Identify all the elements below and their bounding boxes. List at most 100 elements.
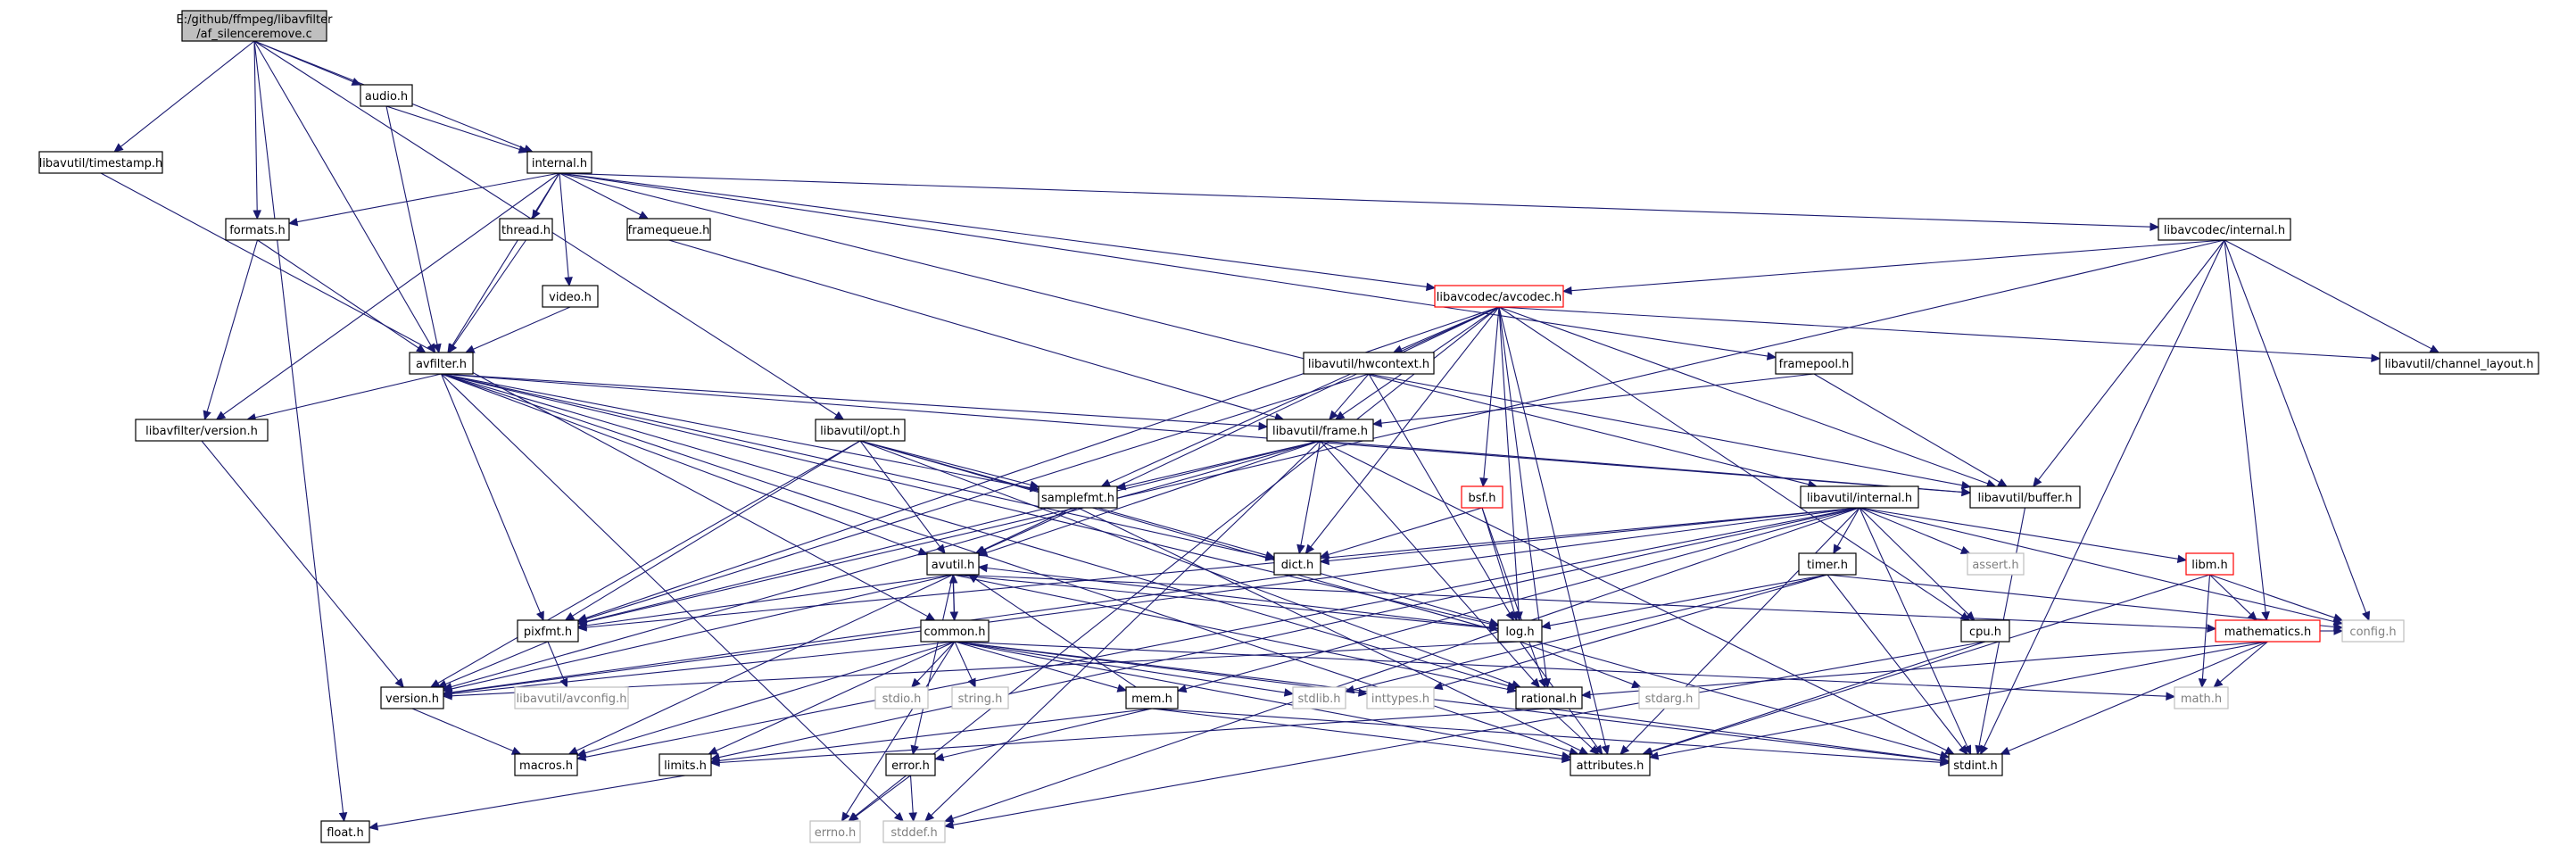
edge-arrowhead <box>936 543 946 554</box>
edge-arrowhead <box>638 211 650 220</box>
edge-arrowhead <box>894 811 904 822</box>
edge-arrowhead <box>1371 419 1382 427</box>
edge-arrowhead <box>1975 744 1984 756</box>
edge-arrowhead <box>908 812 917 823</box>
edge-line <box>718 708 1153 761</box>
edge-arrowhead <box>943 820 955 829</box>
edge-arrowhead <box>924 811 935 822</box>
edge-line <box>1368 373 1511 614</box>
node-pixfmt[interactable]: pixfmt.h <box>517 619 579 643</box>
edge-arrowhead <box>464 344 476 353</box>
node-lavu-internal[interactable]: libavutil/internal.h <box>1800 485 1919 509</box>
node-label: libavcodec/avcodec.h <box>1437 291 1562 304</box>
node-hwcontext[interactable]: libavutil/hwcontext.h <box>1303 352 1435 375</box>
node-stddef[interactable]: stddef.h <box>882 820 946 843</box>
node-avconfig[interactable]: libavutil/avconfig.h <box>514 686 629 709</box>
node-root[interactable]: E:/github/ffmpeg/libavfilter/af_silencer… <box>177 10 334 42</box>
node-framequeue[interactable]: framequeue.h <box>626 218 711 241</box>
edge-line <box>585 373 1370 620</box>
node-internal[interactable]: internal.h <box>526 151 592 174</box>
node-audio[interactable]: audio.h <box>360 84 413 107</box>
node-libm[interactable]: libm.h <box>2185 552 2234 576</box>
node-limits[interactable]: limits.h <box>658 753 712 776</box>
node-stdarg[interactable]: stdarg.h <box>1638 686 1700 709</box>
node-common[interactable]: common.h <box>920 619 990 643</box>
edge-line <box>451 507 1860 693</box>
node-thread[interactable]: thread.h <box>499 218 553 241</box>
edge-line <box>585 574 954 626</box>
node-box <box>320 820 370 843</box>
node-buffer[interactable]: libavutil/buffer.h <box>1969 485 2081 509</box>
node-stdlib[interactable]: stdlib.h <box>1292 686 1346 709</box>
node-box <box>2379 352 2539 375</box>
node-avutil[interactable]: avutil.h <box>926 552 980 576</box>
node-log[interactable]: log.h <box>1497 619 1543 643</box>
node-config[interactable]: config.h <box>2341 619 2405 643</box>
edge-line <box>2008 641 2268 752</box>
node-math[interactable]: math.h <box>2174 686 2229 709</box>
edge-avfilter-to-frame <box>441 373 1269 431</box>
node-stdio[interactable]: stdio.h <box>874 686 929 709</box>
edge-line <box>1498 306 2373 359</box>
edge-line <box>1353 574 1828 691</box>
node-float[interactable]: float.h <box>320 820 370 843</box>
edge-line <box>1826 574 2335 628</box>
node-macros[interactable]: macros.h <box>514 753 578 776</box>
node-chlayout[interactable]: libavutil/channel_layout.h <box>2379 352 2539 375</box>
node-inttypes[interactable]: inttypes.h <box>1366 686 1435 709</box>
node-formats[interactable]: formats.h <box>225 218 290 241</box>
edge-internal-to-lavu-internal <box>559 172 1818 489</box>
edge-framepool-to-frame <box>1371 373 1815 427</box>
edge-arrowhead <box>833 411 845 420</box>
edge-line <box>855 775 911 817</box>
edge-hwcontext-to-frame <box>1329 373 1370 420</box>
node-frame[interactable]: libavutil/frame.h <box>1266 419 1374 442</box>
edge-line <box>952 507 1860 819</box>
node-label: stdio.h <box>882 693 922 706</box>
node-timer[interactable]: timer.h <box>1798 552 1857 576</box>
edge-line <box>1657 641 2268 757</box>
node-samplefmt[interactable]: samplefmt.h <box>1038 485 1118 509</box>
node-attributes[interactable]: attributes.h <box>1570 753 1651 776</box>
node-mem[interactable]: mem.h <box>1125 686 1179 709</box>
edge-bsf-to-log <box>1481 507 1519 622</box>
node-label: errno.h <box>815 826 857 840</box>
edge-line <box>441 373 1509 687</box>
node-label: pixfmt.h <box>524 626 572 639</box>
edge-arrowhead <box>1426 282 1437 292</box>
node-box <box>181 10 327 42</box>
edge-line <box>572 440 861 617</box>
edge-samplefmt-to-avutil <box>975 507 1079 554</box>
node-mathematics[interactable]: mathematics.h <box>2215 619 2321 643</box>
node-timestamp[interactable]: libavutil/timestamp.h <box>38 151 163 174</box>
node-dict[interactable]: dict.h <box>1273 552 1321 576</box>
node-version[interactable]: version.h <box>380 686 444 709</box>
node-stdint[interactable]: stdint.h <box>1948 753 2003 776</box>
node-error[interactable]: error.h <box>885 753 936 776</box>
node-string[interactable]: string.h <box>951 686 1009 709</box>
node-lavf-version[interactable]: libavfilter/version.h <box>135 419 269 442</box>
node-box <box>135 419 269 442</box>
node-avcodec[interactable]: libavcodec/avcodec.h <box>1434 285 1564 308</box>
edge-internal-to-lavf-version <box>215 172 560 420</box>
node-lavc-internal[interactable]: libavcodec/internal.h <box>2158 218 2291 241</box>
node-rational[interactable]: rational.h <box>1515 686 1583 709</box>
edge-arrowhead <box>2332 613 2344 622</box>
node-opt[interactable]: libavutil/opt.h <box>815 419 906 442</box>
node-assert[interactable]: assert.h <box>1967 552 2025 576</box>
node-bsf[interactable]: bsf.h <box>1461 485 1503 509</box>
edge-lavu-internal-to-libm <box>1859 507 2188 563</box>
edge-line <box>952 574 1509 691</box>
edge-internal-to-lavc-internal <box>559 172 2160 231</box>
node-video[interactable]: video.h <box>542 285 599 308</box>
node-label: assert.h <box>1972 559 2018 572</box>
node-errno[interactable]: errno.h <box>809 820 861 843</box>
node-avfilter[interactable]: avfilter.h <box>409 352 474 375</box>
edge-arrowhead <box>442 692 452 701</box>
edge-framepool-to-buffer <box>1813 373 2008 487</box>
edge-arrowhead <box>1561 286 1572 295</box>
node-cpu[interactable]: cpu.h <box>1960 619 2010 643</box>
node-box <box>1638 686 1700 709</box>
edge-lavc-internal-to-chlayout <box>2224 239 2440 353</box>
node-framepool[interactable]: framepool.h <box>1775 352 1853 375</box>
